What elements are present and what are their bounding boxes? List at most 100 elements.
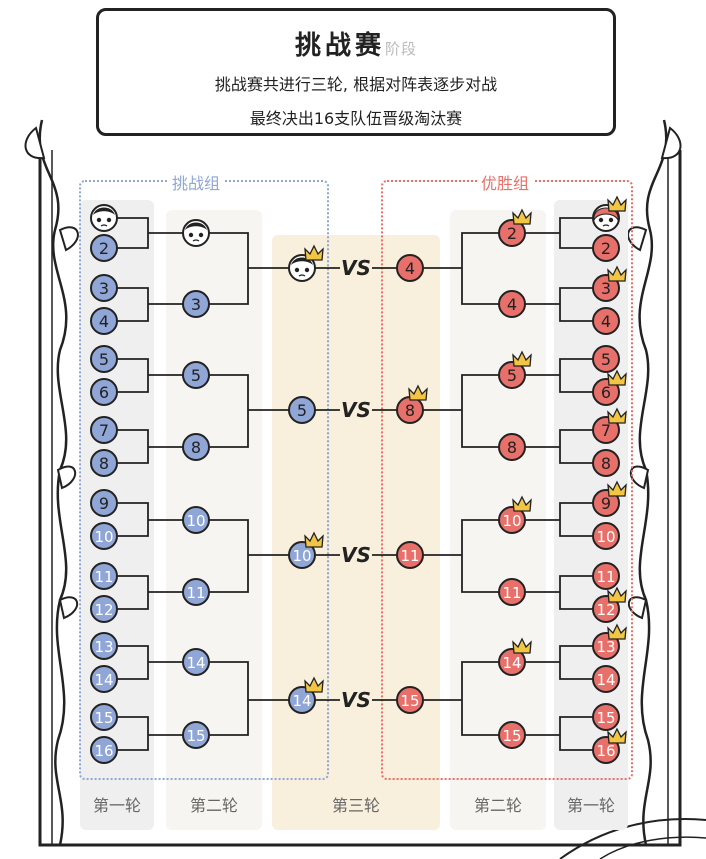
crown-icon bbox=[512, 495, 532, 512]
bracket-line bbox=[209, 232, 249, 305]
challenge-r1-team-13: 13 bbox=[90, 632, 118, 660]
svg-text:7: 7 bbox=[99, 421, 109, 440]
svg-text:10: 10 bbox=[502, 512, 521, 530]
svg-text:5: 5 bbox=[191, 366, 201, 385]
challenge-r2-team-11: 11 bbox=[182, 578, 210, 606]
svg-text:11: 11 bbox=[502, 584, 521, 602]
challenge-group-label: 挑战组 bbox=[167, 170, 225, 194]
bracket-line bbox=[559, 575, 593, 610]
bracket-line bbox=[461, 519, 499, 593]
svg-text:5: 5 bbox=[297, 401, 307, 420]
svg-text:11: 11 bbox=[186, 584, 205, 602]
crown-icon bbox=[607, 407, 627, 424]
label-round-3: 第三轮 bbox=[331, 796, 380, 815]
page-title: 挑战赛阶段 bbox=[99, 25, 613, 62]
crown-icon bbox=[607, 265, 627, 282]
svg-text:11: 11 bbox=[400, 547, 419, 565]
challenge-r2-team-14: 14 bbox=[182, 648, 210, 676]
svg-text:15: 15 bbox=[186, 727, 205, 745]
bracket-line bbox=[117, 217, 149, 249]
challenge-r1-team-3: 3 bbox=[90, 274, 118, 302]
challenge-r1-team-4: 4 bbox=[90, 307, 118, 335]
bracket-line bbox=[461, 232, 499, 305]
label-left-round-1: 第一轮 bbox=[92, 796, 141, 815]
svg-text:15: 15 bbox=[596, 709, 615, 727]
winners-r2-team-11: 11 bbox=[498, 578, 526, 606]
team-logo-icon bbox=[90, 204, 118, 232]
winners-r1-team-8: 8 bbox=[592, 449, 620, 477]
title-suffix: 阶段 bbox=[385, 40, 418, 58]
svg-text:16: 16 bbox=[94, 742, 113, 760]
label-right-round-2: 第二轮 bbox=[473, 796, 522, 815]
winners-r2-team-14: 14 bbox=[498, 648, 526, 676]
winners-r1-team-15: 15 bbox=[592, 703, 620, 731]
description-line-2: 最终决出16支队伍晋级淘汰赛 bbox=[249, 109, 463, 128]
challenge-r1-team-15: 15 bbox=[90, 703, 118, 731]
svg-text:5: 5 bbox=[601, 350, 611, 369]
crown-icon bbox=[607, 727, 627, 744]
svg-text:6: 6 bbox=[601, 383, 611, 402]
crown-icon bbox=[304, 244, 324, 261]
vs-label: VS bbox=[341, 543, 371, 567]
challenge-r3-team-10: 10 bbox=[288, 541, 316, 569]
crown-icon bbox=[512, 208, 532, 225]
winners-r1-team-2: 2 bbox=[592, 234, 620, 262]
team-logo-icon bbox=[182, 219, 210, 247]
bracket-line bbox=[559, 716, 593, 751]
challenge-r1-team-12: 12 bbox=[90, 595, 118, 623]
challenge-r2-team-3: 3 bbox=[182, 290, 210, 318]
svg-text:3: 3 bbox=[99, 279, 109, 298]
bracket-line bbox=[461, 374, 499, 448]
svg-text:12: 12 bbox=[596, 601, 615, 619]
bracket-line bbox=[559, 502, 593, 537]
description-line-1: 挑战赛共进行三轮, 根据对阵表逐步对战 bbox=[214, 75, 498, 94]
svg-text:13: 13 bbox=[94, 638, 113, 656]
svg-text:15: 15 bbox=[94, 709, 113, 727]
vs-label: VS bbox=[341, 688, 371, 712]
svg-text:2: 2 bbox=[99, 239, 109, 258]
crown-icon bbox=[607, 586, 627, 603]
bracket-line bbox=[117, 358, 149, 393]
crown-icon bbox=[304, 531, 324, 548]
challenge-r1-team-16: 16 bbox=[90, 736, 118, 764]
svg-text:14: 14 bbox=[502, 654, 521, 672]
crown-icon bbox=[607, 623, 627, 640]
bracket-line bbox=[461, 661, 499, 736]
challenge-r1-team-10: 10 bbox=[90, 522, 118, 550]
crown-icon bbox=[512, 350, 532, 367]
crown-icon bbox=[304, 676, 324, 693]
svg-text:13: 13 bbox=[596, 638, 615, 656]
svg-text:14: 14 bbox=[292, 692, 311, 710]
bracket-line bbox=[117, 716, 149, 751]
svg-text:8: 8 bbox=[405, 401, 415, 420]
bracket-line bbox=[209, 374, 249, 448]
svg-text:14: 14 bbox=[186, 654, 205, 672]
svg-text:3: 3 bbox=[601, 279, 611, 298]
challenge-r1-team-9: 9 bbox=[90, 489, 118, 517]
svg-text:15: 15 bbox=[400, 692, 419, 710]
winners-r2-team-10: 10 bbox=[498, 506, 526, 534]
bracket-line bbox=[559, 645, 593, 680]
winners-r1-team-11: 11 bbox=[592, 562, 620, 590]
svg-text:10: 10 bbox=[186, 512, 205, 530]
bracket-line bbox=[209, 661, 249, 736]
vs-label: VS bbox=[341, 398, 371, 422]
label-right-round-1: 第一轮 bbox=[566, 796, 615, 815]
svg-text:4: 4 bbox=[99, 312, 109, 331]
svg-text:4: 4 bbox=[601, 312, 611, 331]
challenge-r3-team-5: 5 bbox=[288, 396, 316, 424]
svg-text:3: 3 bbox=[191, 295, 201, 314]
bracket-line bbox=[117, 287, 149, 322]
winners-r1-team-10: 10 bbox=[592, 522, 620, 550]
winners-r2-team-2: 2 bbox=[498, 219, 526, 247]
crown-icon bbox=[607, 480, 627, 497]
title-banner: 挑战赛阶段 挑战赛共进行三轮, 根据对阵表逐步对战 最终决出16支队伍晋级淘汰赛 bbox=[96, 8, 616, 136]
crown-icon bbox=[607, 369, 627, 386]
winners-r3-team-4: 4 bbox=[396, 254, 424, 282]
challenge-r1-team-2: 2 bbox=[90, 234, 118, 262]
svg-text:5: 5 bbox=[99, 350, 109, 369]
challenge-r1-team-7: 7 bbox=[90, 416, 118, 444]
bracket-line bbox=[559, 429, 593, 464]
vs-label: VS bbox=[341, 256, 371, 280]
